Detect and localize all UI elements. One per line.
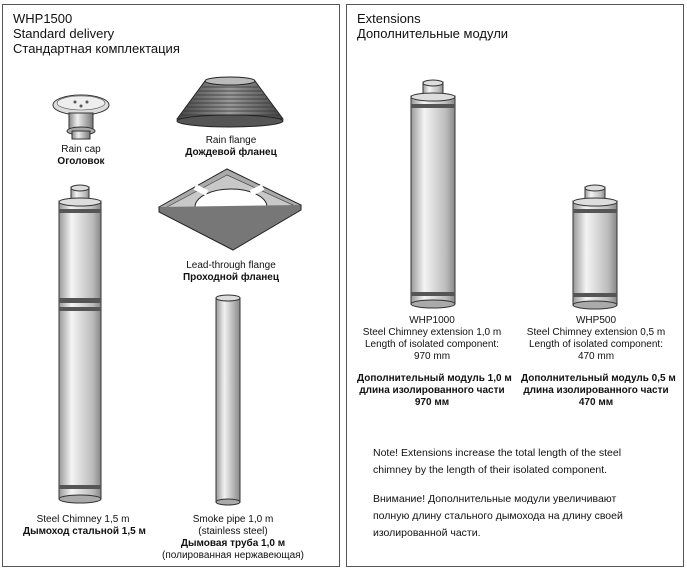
whp500-caption: WHP500 Steel Chimney extension 0,5 m Len… [521,315,676,409]
caption-ru: Дополнительный модуль 0,5 м [521,373,676,384]
rain-flange-caption: Rain flange Дождевой фланец [179,135,283,159]
caption-en: Rain cap [61,144,101,155]
panel-title: WHP1500 Standard delivery Стандартная ко… [13,11,180,56]
caption-ru-material: (полированная нержавеющая) [162,550,304,561]
caption-en: Smoke pipe 1,0 m [192,514,274,525]
chimney-caption: Steel Chimney 1,5 m Дымоход стальной 1,5… [23,514,146,538]
lead-flange-caption: Lead-through flange Проходной фланец [171,260,291,284]
smoke-pipe-image [215,294,241,506]
standard-delivery-panel: WHP1500 Standard delivery Стандартная ко… [2,4,340,567]
caption-en-length: 470 mm [577,351,615,362]
caption-en: Steel Chimney 1,5 m [36,514,130,525]
caption-ru: Дополнительный модуль 1,0 м [357,373,512,384]
title-en: Extensions [357,11,421,26]
note-line: полную длину стального дымохода на длину… [373,510,623,522]
extensions-panel: Extensions Дополнительные модули WHP1000… [346,4,684,567]
caption-en: Steel Chimney extension 0,5 m [526,327,666,338]
whp1000-caption: WHP1000 Steel Chimney extension 1,0 m Le… [357,315,512,409]
title-ru: Стандартная комплектация [13,41,180,56]
rain-cap-caption: Rain cap Оголовок [41,144,121,168]
panel-title: Extensions Дополнительные модули [357,11,508,41]
caption-en-length-label: Length of isolated component: [529,339,663,350]
caption-en-material: (stainless steel) [198,526,268,537]
rain-cap-image [52,94,110,140]
model-code: WHP1000 [409,315,455,326]
caption-ru: Дождевой фланец [185,147,277,158]
title-en: Standard delivery [13,26,115,41]
model-code: WHP500 [575,315,616,326]
note-en: Note! Extensions increase the total leng… [373,445,677,479]
caption-ru-length-label: длина изолированного части [523,385,669,396]
whp1000-image [410,79,456,309]
rain-flange-image [176,76,284,128]
steel-chimney-image [58,184,102,504]
smoke-pipe-caption: Smoke pipe 1,0 m (stainless steel) Дымов… [153,514,313,562]
lead-through-flange-image [157,168,303,251]
note-line: chimney by the length of their isolated … [373,464,608,476]
caption-ru-length: 470 мм [578,397,614,408]
caption-ru: Дымоход стальной 1,5 м [23,526,146,537]
note-line: Внимание! Дополнительные модули увеличив… [373,493,617,505]
caption-en: Lead-through flange [186,260,276,271]
caption-ru-length: 970 мм [414,397,450,408]
caption-en: Rain flange [205,135,257,146]
caption-ru: Оголовок [57,156,105,167]
caption-en-length-label: Length of isolated component: [365,339,499,350]
note-line: изолированной части. [373,527,481,539]
caption-ru-length-label: длина изолированного части [359,385,505,396]
model-code: WHP1500 [13,11,73,26]
caption-en-length: 970 mm [413,351,451,362]
caption-en: Steel Chimney extension 1,0 m [362,327,502,338]
caption-ru: Дымовая труба 1,0 м [180,538,286,549]
title-ru: Дополнительные модули [357,26,509,41]
whp500-image [572,184,618,310]
note-ru: Внимание! Дополнительные модули увеличив… [373,491,677,542]
caption-ru: Проходной фланец [182,272,280,283]
note-line: Note! Extensions increase the total leng… [373,447,622,459]
